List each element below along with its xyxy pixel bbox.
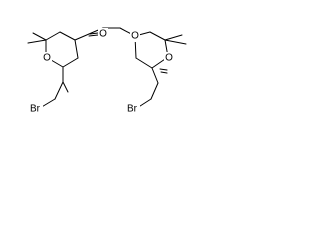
atom-br-right: Br xyxy=(127,104,138,115)
atom-br-left: Br xyxy=(30,104,41,115)
atom-o-left-lower: O xyxy=(43,53,51,64)
atom-o-left-upper: O xyxy=(99,29,107,40)
atom-labels: O O O O Br Br xyxy=(28,28,174,115)
chemical-structure: O O O O Br Br xyxy=(27,27,187,115)
right-dioxane-ring xyxy=(134,31,187,84)
bromomethyl-arms xyxy=(39,81,159,109)
left-dioxane-ring xyxy=(27,31,90,83)
stereo-hashed-bonds xyxy=(62,32,168,93)
atom-o-right-upper: O xyxy=(131,31,139,42)
atom-o-right-lower: O xyxy=(165,53,173,64)
